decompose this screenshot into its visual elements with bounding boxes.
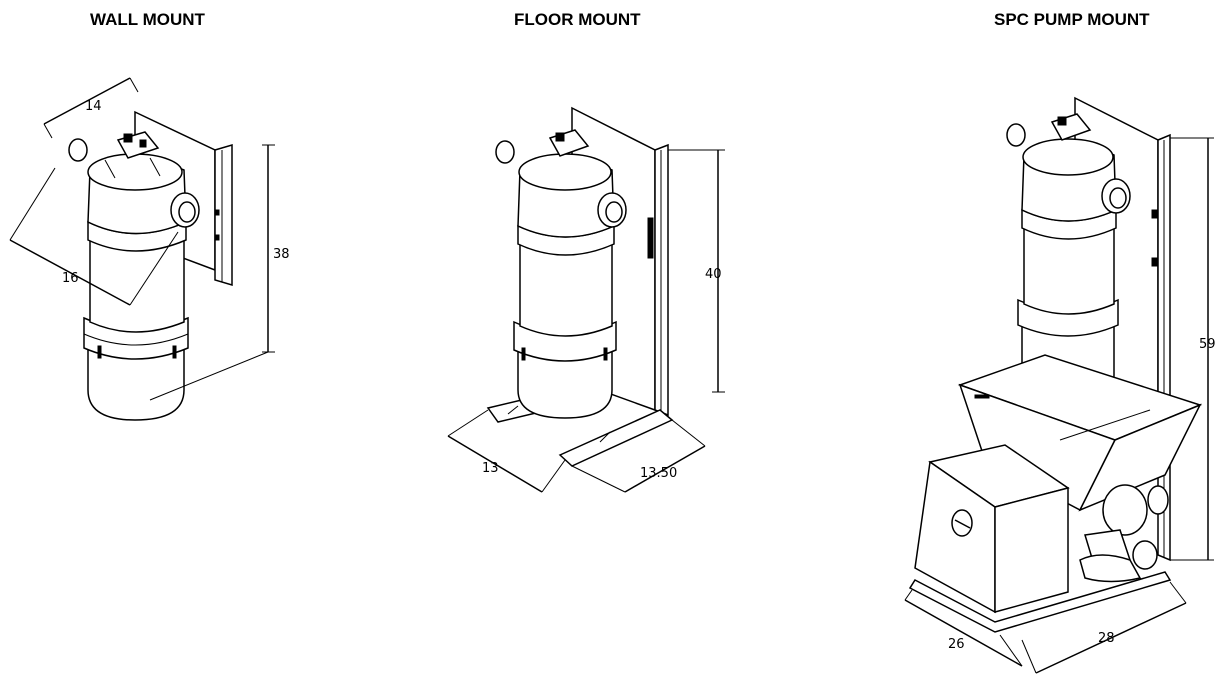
floor-depth-dimension bbox=[624, 445, 706, 493]
wall-width-label: 14 bbox=[85, 99, 102, 114]
spc-pipe bbox=[1079, 554, 1142, 583]
spc-base-plate bbox=[908, 571, 1172, 633]
spc-pump-box-side bbox=[994, 487, 1069, 613]
floor-mount-title: FLOOR MOUNT bbox=[514, 10, 641, 29]
wall-width-dimension bbox=[43, 77, 131, 125]
spc-depth-label: 28 bbox=[1098, 631, 1115, 646]
floor-height-label: 40 bbox=[705, 267, 722, 282]
floor-mount-unit: 40 13 13.50 bbox=[447, 106, 725, 493]
spc-depth-dimension bbox=[1035, 602, 1187, 674]
wall-mount-unit: 14 16 38 bbox=[9, 77, 290, 421]
spc-width-label: 26 bbox=[948, 637, 965, 652]
spc-pump-mount-title: SPC PUMP MOUNT bbox=[994, 10, 1150, 29]
wall-mount-title: WALL MOUNT bbox=[90, 10, 205, 29]
wall-height-label: 38 bbox=[273, 247, 290, 262]
wall-depth-label: 16 bbox=[62, 271, 79, 286]
spc-pump-motor bbox=[1102, 484, 1148, 536]
floor-width-label: 13 bbox=[482, 461, 499, 476]
spc-inlet-port bbox=[1006, 123, 1026, 147]
spc-hopper-side bbox=[1078, 403, 1202, 512]
spc-pump-mount-unit: 59 26 28 bbox=[904, 96, 1216, 674]
wall-inlet-port bbox=[68, 138, 88, 162]
spc-width-dimension bbox=[904, 599, 1023, 667]
spc-height-label: 59 bbox=[1199, 337, 1216, 352]
wall-depth-dimension bbox=[9, 239, 131, 306]
floor-inlet-port bbox=[495, 140, 515, 164]
floor-right-foot bbox=[558, 409, 674, 467]
floor-width-dimension bbox=[447, 435, 543, 493]
floor-depth-label: 13.50 bbox=[640, 466, 677, 481]
